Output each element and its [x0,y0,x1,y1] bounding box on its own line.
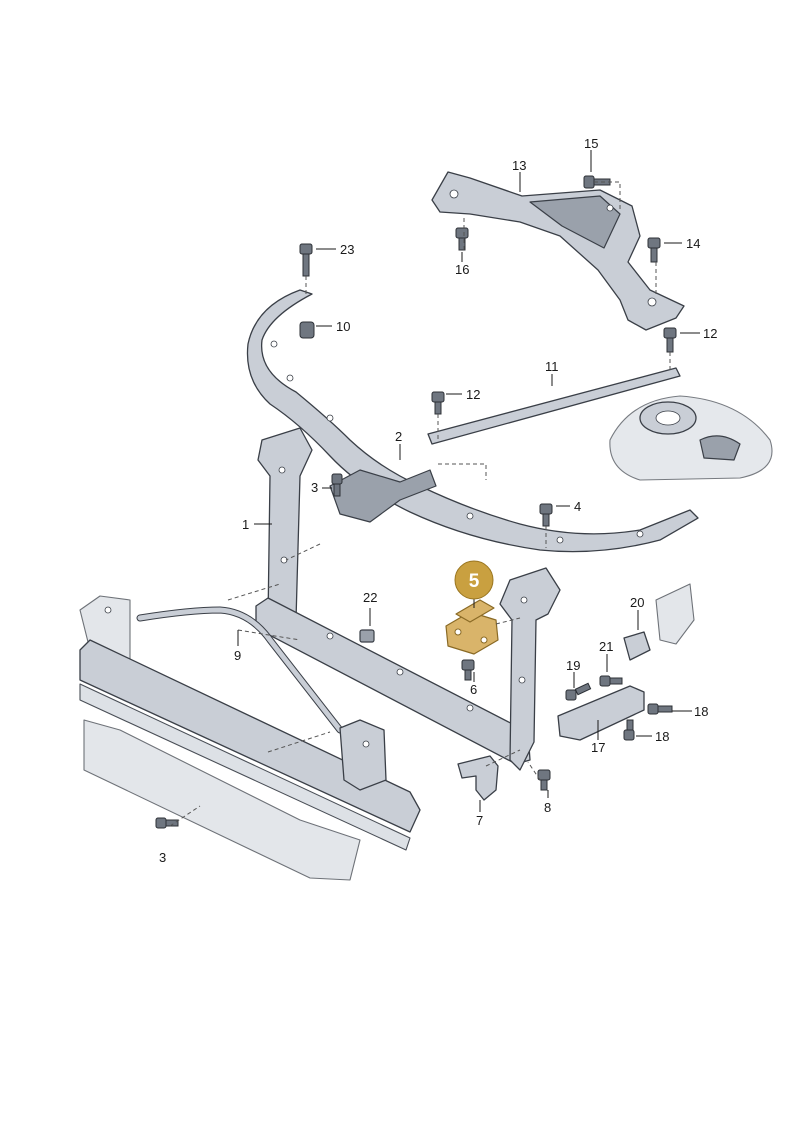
svg-text:11: 11 [545,359,559,374]
bolt-23 [299,243,313,277]
part-2-upper-carrier [246,289,699,553]
svg-text:18: 18 [694,704,708,719]
svg-text:16: 16 [455,262,469,277]
svg-text:17: 17 [591,740,605,755]
svg-text:12: 12 [466,387,480,402]
bolt-6 [461,659,475,681]
svg-text:12: 12 [703,326,717,341]
callout-14: 14 [664,236,700,251]
callout-12-lower: 12 [446,387,480,402]
svg-text:5: 5 [469,571,480,592]
callout-21: 21 [599,639,613,672]
svg-text:20: 20 [630,595,644,610]
callout-18-lower: 18 [636,729,669,744]
part-11-brace-bar [427,367,681,445]
part-17-support [557,685,645,741]
callout-10: 10 [316,319,350,334]
part-22-clip [359,629,375,643]
svg-text:23: 23 [340,242,354,257]
bolt-18-upper [647,703,673,715]
strut-tower [609,395,773,481]
callout-11: 11 [545,359,559,386]
svg-text:13: 13 [512,158,526,173]
svg-text:8: 8 [544,800,551,815]
svg-text:2: 2 [395,429,402,444]
callout-3-upper: 3 [311,480,332,495]
svg-text:3: 3 [159,850,166,865]
part-5-highlighted-bracket [445,599,499,655]
part-13-upper-brace [431,171,685,331]
svg-text:18: 18 [655,729,669,744]
part-1-right-pillar [499,567,561,771]
part-1-front-carrier [255,427,531,765]
callout-20: 20 [630,595,644,630]
bolt-4 [539,503,553,527]
svg-text:9: 9 [234,648,241,663]
bolt-18-lower [623,719,635,741]
callout-19: 19 [566,658,580,688]
part-7-bracket [457,755,499,801]
svg-text:22: 22 [363,590,377,605]
callout-23: 23 [316,242,354,257]
bolt-19 [565,682,592,701]
callout-15: 15 [584,136,598,172]
callout-9: 9 [234,630,241,663]
part-9-rod [136,606,344,734]
svg-text:3: 3 [311,480,318,495]
callout-4: 4 [556,499,581,514]
bolt-16 [455,227,469,251]
svg-text:14: 14 [686,236,700,251]
nut-10 [299,321,315,339]
callout-6: 6 [470,672,477,697]
svg-text:15: 15 [584,136,598,151]
svg-text:19: 19 [566,658,580,673]
bolt-8 [537,769,551,791]
callout-17: 17 [591,720,605,755]
callout-1: 1 [242,517,272,532]
bolt-14 [647,237,661,263]
bolt-21 [599,675,623,687]
bolt-12-lower [431,391,445,415]
svg-text:10: 10 [336,319,350,334]
svg-text:7: 7 [476,813,483,828]
bolt-3-upper [331,473,343,497]
callout-7: 7 [476,800,483,828]
callout-8: 8 [544,790,551,815]
bumper-carrier [79,595,421,881]
svg-text:1: 1 [242,517,249,532]
svg-text:4: 4 [574,499,581,514]
callout-12-upper: 12 [680,326,717,341]
callout-18-upper: 18 [672,704,708,719]
bolt-3-lower [155,817,179,829]
callout-2: 2 [395,429,402,460]
callout-16: 16 [455,252,469,277]
callout-3-lower: 3 [159,850,166,865]
highlight-badge-5: 5 [454,560,494,608]
svg-text:6: 6 [470,682,477,697]
part-20-bracket [623,583,695,661]
callout-22: 22 [363,590,377,626]
bolt-12-upper [663,327,677,353]
callout-13: 13 [512,158,526,192]
svg-text:21: 21 [599,639,613,654]
